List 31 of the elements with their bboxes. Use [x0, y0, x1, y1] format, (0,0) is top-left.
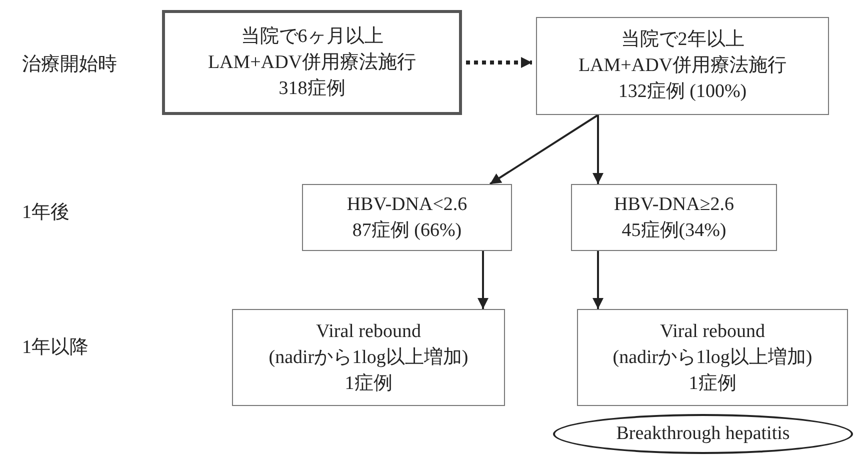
arrow	[592, 251, 604, 309]
node-text: HBV-DNA<2.6	[346, 192, 468, 216]
node-text: 1症例	[344, 372, 392, 396]
node-text: 当院で6ヶ月以上	[240, 24, 384, 48]
arrow	[466, 57, 532, 68]
arrow	[592, 115, 604, 184]
node-text: HBV-DNA≥2.6	[614, 192, 734, 216]
arrow	[489, 114, 599, 185]
row-label: 治療開始時	[22, 53, 117, 77]
row-label: 1年後	[22, 201, 70, 225]
process-box	[577, 309, 848, 406]
node-text: 132症例 (100%)	[618, 80, 747, 104]
arrow	[478, 251, 488, 309]
process-box	[571, 184, 777, 251]
row-label: 1年以降	[22, 336, 88, 360]
node-text: Breakthrough hepatitis	[616, 422, 790, 446]
node-text: 87症例 (66%)	[352, 218, 462, 242]
node-text: Viral rebound	[660, 320, 765, 344]
node-text: LAM+ADV併用療法施行	[578, 54, 787, 78]
node-text: 当院で2年以上	[620, 28, 744, 52]
process-box	[302, 184, 512, 251]
node-text: LAM+ADV併用療法施行	[208, 50, 416, 74]
process-box	[232, 309, 505, 406]
process-box	[162, 10, 462, 115]
node-text: 1症例	[688, 372, 736, 396]
process-box	[536, 17, 829, 115]
node-text: Viral rebound	[316, 320, 421, 344]
node-text: (nadirから1log以上増加)	[612, 346, 812, 370]
node-text: 318症例	[278, 76, 346, 100]
node-text: (nadirから1log以上増加)	[268, 346, 468, 370]
node-text: 45症例(34%)	[622, 218, 726, 242]
